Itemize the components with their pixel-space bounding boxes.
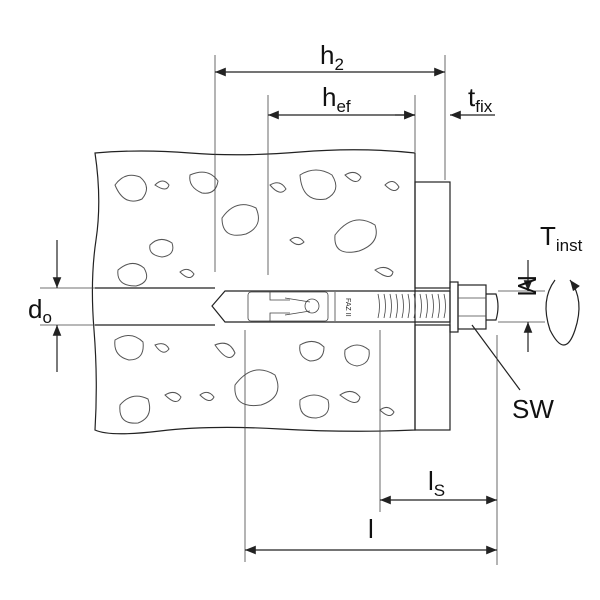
svg-text:do: do	[28, 294, 52, 327]
svg-text:hef: hef	[322, 82, 351, 116]
washer	[449, 281, 459, 333]
dimension-h2: h2	[214, 40, 446, 272]
torque-tinst: Tinst	[540, 221, 583, 346]
anchor-marking: FAZ II	[344, 298, 351, 317]
concrete-base	[91, 149, 416, 435]
dimension-ls: lS	[379, 330, 498, 565]
svg-text:SW: SW	[512, 394, 554, 424]
svg-text:h2: h2	[320, 40, 344, 74]
svg-text:l: l	[368, 514, 374, 544]
dimension-hef: hef	[267, 82, 416, 275]
svg-text:M: M	[512, 275, 542, 297]
anchor-bolt: FAZ II	[211, 281, 499, 333]
svg-text:lS: lS	[428, 466, 445, 500]
label-sw: SW	[471, 324, 554, 424]
dimension-l: l	[244, 330, 497, 562]
svg-text:tfix: tfix	[468, 82, 493, 116]
hex-nut	[457, 284, 487, 330]
svg-text:Tinst: Tinst	[540, 221, 583, 255]
dimension-d0: do	[28, 240, 95, 372]
aggregate-stones	[114, 169, 400, 424]
dimension-tfix: tfix	[395, 82, 495, 120]
fixture-plate	[414, 181, 451, 431]
dimension-m: M	[498, 260, 545, 352]
